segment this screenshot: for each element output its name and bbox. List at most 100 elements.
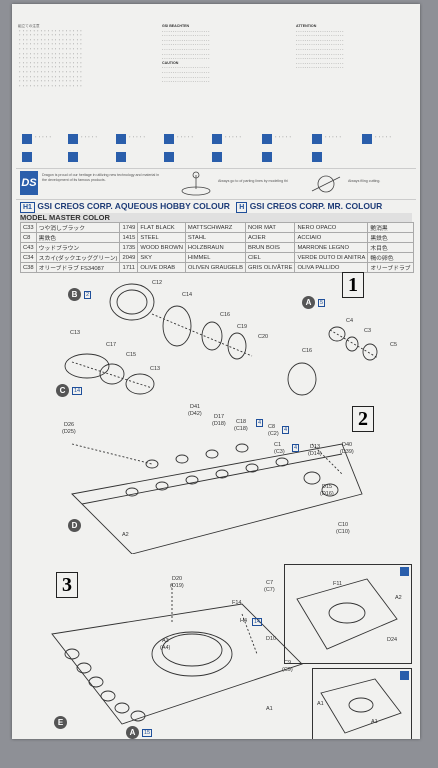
color-cell-it: OLIVA PALLIDO (294, 262, 369, 273)
marker-d: D (68, 519, 81, 532)
color-cell-num: 1735 (119, 242, 139, 253)
label-c16b: C16 (302, 348, 313, 354)
jp-line: ・・・・・・・・・・・・・・・・・・ (18, 74, 83, 79)
drill-icon (164, 134, 174, 144)
text-line: - - - - - - - - - - - - - - - - - - - - … (162, 69, 210, 74)
label-c12: C12 (152, 280, 163, 286)
label-c20: C20 (258, 334, 269, 340)
attention-label: ATTENTION (296, 24, 317, 28)
label-d15: D15 (322, 484, 333, 490)
jp-line: ・・・・・・・・・・・・・・・・・・ (18, 37, 83, 42)
text-line: - - - - - - - - - - - - - - - - - - - - … (162, 56, 210, 61)
label-c3: C3 (364, 328, 372, 334)
legend-text: ・・・・・ (374, 135, 392, 139)
text-line: - - - - - - - - - - - - - - - - - - - - … (296, 65, 344, 70)
h1-mark: H1 (20, 202, 35, 213)
text-line: - - - - - - - - - - - - - - - - - - - - … (162, 46, 210, 51)
label-d20: D20 (172, 576, 183, 582)
remove-icon (312, 152, 322, 162)
text-line: - - - - - - - - - - - - - - - - - - - - … (296, 60, 344, 65)
label-d41: D41 (190, 404, 201, 410)
color-cell-jp: ウッドブラウン (35, 242, 121, 253)
marker-e: E (54, 716, 67, 729)
mr-color-title: GSI CREOS CORP. MR. COLOUR (249, 201, 383, 211)
jp-line: ・・・・・・・・・・・・・・・・・・ (18, 79, 83, 84)
color-cell-fr: NOIR MAT (244, 222, 296, 233)
label-c8: C8 (268, 424, 276, 430)
legend-text: ・・・・・ (34, 135, 52, 139)
label-c14: C14 (182, 292, 193, 298)
label-c13: C13 (70, 330, 81, 336)
text-line: - - - - - - - - - - - - - - - - - - - - … (162, 28, 210, 33)
color-title-row: H1 GSI CREOS CORP. AQUEOUS HOBBY COLOUR … (20, 201, 382, 213)
jp-line: ・・・・・・・・・・・・・・・・・・ (18, 83, 83, 88)
inset-box-top: F11 A2 D24 (284, 564, 412, 664)
marker-b: B (68, 288, 81, 301)
text-line: - - - - - - - - - - - - - - - - - - - - … (162, 74, 210, 79)
sand-icon (262, 152, 272, 162)
label-a2: A2 (122, 532, 129, 538)
star-icon (212, 134, 222, 144)
jp-line: ・・・・・・・・・・・・・・・・・・ (18, 46, 83, 51)
decal-icon (312, 134, 322, 144)
legend-text: ・・・・・ (128, 135, 146, 139)
color-cell-num: 1711 (119, 262, 139, 273)
jp-line: ・・・・・・・・・・・・・・・・・・ (18, 33, 83, 38)
text-line: - - - - - - - - - - - - - - - - - - - - … (162, 37, 210, 42)
label-a2b: A2 (395, 595, 402, 601)
label-d40: D40 (342, 442, 353, 448)
jp-line: ・・・・・・・・・・・・・・・・・・ (18, 28, 83, 33)
step-2-drawing (71, 443, 363, 554)
label-d19: (D19) (170, 583, 184, 589)
color-cell-de: OLIVEN GRAUGELB (184, 262, 246, 273)
jp-line: ・・・・・・・・・・・・・・・・・・ (18, 51, 83, 56)
color-cell-it: ACCIAIO (294, 232, 369, 243)
label-f11: F11 (333, 581, 343, 587)
cut-icon (116, 134, 126, 144)
color-cell-fr: CIEL (244, 252, 296, 263)
label-h4: H4 (240, 618, 248, 624)
instruction-sheet: 組立ての注意 ・・・・・・・・・・・・・・・・・・ ・・・・・・・・・・・・・・… (12, 4, 420, 739)
repeat-icon (116, 152, 126, 162)
inset-corner-icon (400, 567, 409, 576)
thinner-figure (311, 175, 341, 193)
label-d13: D13 (310, 444, 321, 450)
inset-drawing-top (296, 578, 398, 650)
ds-logo: DS (20, 171, 38, 195)
color-cell-jp2: 黒鉄色 (367, 232, 414, 243)
color-cell-en: FLAT BLACK (137, 222, 186, 233)
step-3-number: 3 (56, 572, 78, 598)
label-c9b: (C9) (282, 667, 293, 673)
model-master-title: MODEL MASTER COLOR (20, 213, 412, 222)
text-line: - - - - - - - - - - - - - - - - - - - - … (162, 65, 210, 70)
text-line: - - - - - - - - - - - - - - - - - - - - … (296, 51, 344, 56)
color-cell-it: NERO OPACO (294, 222, 369, 233)
label-c3b: (C3) (274, 449, 285, 455)
color-cell-code: C38 (20, 262, 37, 273)
color-cell-de: MATTSCHWARZ (184, 222, 246, 233)
label-d17: D17 (214, 414, 225, 420)
color-cell-jp: つや消しブラック (35, 222, 121, 233)
color-cell-de: STAHL (184, 232, 246, 243)
color-cell-it: MARRONE LEGNO (294, 242, 369, 253)
label-c10b: (C10) (336, 529, 350, 535)
text-line: - - - - - - - - - - - - - - - - - - - - … (296, 42, 344, 47)
label-c1: C1 (274, 442, 282, 448)
ref-14: 14 (72, 387, 83, 395)
label-d16: (D16) (320, 491, 334, 497)
color-cell-jp2: オリーブドラブ (367, 262, 414, 273)
inset-box-bottom: A1 A1 (312, 668, 412, 739)
color-cell-en: STEEL (137, 232, 186, 243)
color-cell-en: SKY (137, 252, 186, 263)
text-line: - - - - - - - - - - - - - - - - - - - - … (296, 56, 344, 61)
en-instructions: GSI BEACHTEN - - - - - - - - - - - - - -… (162, 24, 282, 84)
filing-figure (181, 171, 211, 196)
step-1-drawing (64, 283, 379, 396)
ref-15: 15 (142, 729, 153, 737)
label-d25: (D25) (62, 429, 76, 435)
color-cell-jp2: 木目色 (367, 242, 414, 253)
aqueous-title: GSI CREOS CORP. AQUEOUS HOBBY COLOUR (37, 201, 230, 211)
color-cell-en: WOOD BROWN (137, 242, 186, 253)
